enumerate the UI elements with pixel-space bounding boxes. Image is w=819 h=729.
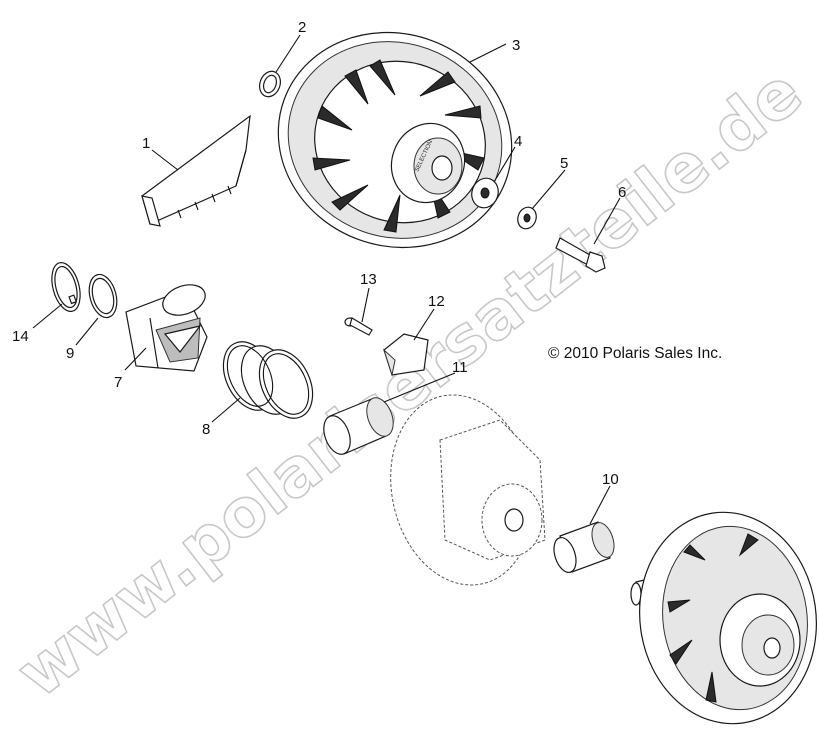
callout-8: 8 — [202, 421, 210, 438]
part-12-button-block — [382, 333, 429, 377]
part-10-bushing — [553, 521, 615, 573]
part-13-pin — [344, 317, 373, 336]
callout-9: 9 — [66, 345, 74, 362]
copyright-text: © 2010 Polaris Sales Inc. — [548, 345, 722, 362]
leader-lines — [32, 34, 621, 525]
part-4-washer — [471, 177, 499, 209]
lower-sheave-with-shaft — [630, 511, 817, 725]
callout-labels: 1 2 3 4 5 6 7 8 9 10 11 12 13 14 — [12, 19, 626, 488]
callout-3: 3 — [512, 37, 520, 54]
part-6-bolt — [555, 237, 606, 273]
callout-6: 6 — [618, 184, 626, 201]
part-2-small-ring — [259, 70, 281, 98]
part-11-bushing — [323, 397, 394, 455]
part-1-wedge-block — [141, 114, 251, 227]
callout-5: 5 — [560, 155, 568, 172]
part-7-helix-cam — [125, 284, 208, 372]
part-8-spring — [222, 341, 314, 419]
sheave-spokes — [312, 59, 485, 233]
callout-7: 7 — [114, 374, 122, 391]
callout-13: 13 — [360, 271, 377, 288]
part-9-o-ring — [88, 273, 118, 319]
callout-4: 4 — [514, 133, 522, 150]
lower-sheave-spokes — [667, 533, 759, 703]
callout-1: 1 — [142, 135, 150, 152]
callout-10: 10 — [602, 471, 619, 488]
callout-14: 14 — [12, 328, 29, 345]
callout-11: 11 — [452, 359, 468, 376]
part-3-sheave-wheel: SELECTION — [277, 31, 513, 249]
middle-sheave — [390, 394, 546, 586]
callout-2: 2 — [298, 19, 306, 36]
callout-12: 12 — [428, 293, 445, 310]
part-14-snap-ring — [51, 262, 81, 312]
part-5-small-washer — [517, 206, 537, 230]
